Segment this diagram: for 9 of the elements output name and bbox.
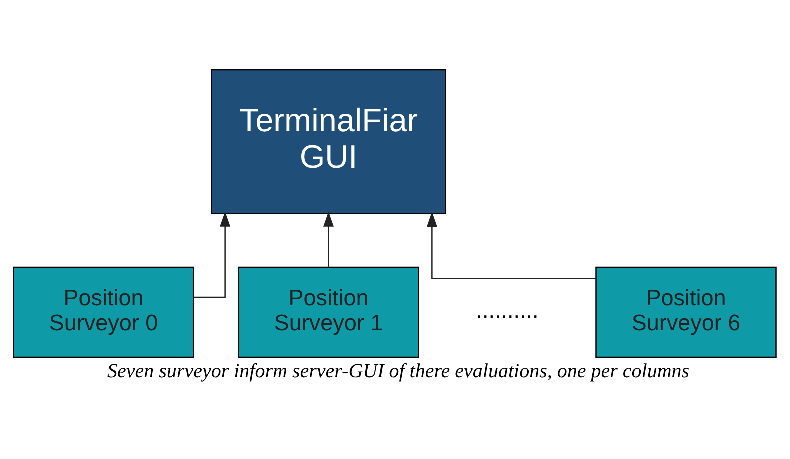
node-box: TerminalFiar GUI [211, 68, 446, 214]
node-box: Position Surveyor 1 [238, 266, 420, 358]
arrow [324, 211, 334, 267]
node-box: Position Surveyor 6 [596, 266, 777, 358]
caption: Seven surveyor inform server-GUI of there evaluations, one per columns [108, 360, 690, 382]
arrow [194, 211, 231, 298]
arrow [426, 212, 596, 279]
label: .......... [476, 298, 539, 322]
node-box: Position Surveyor 0 [13, 266, 194, 358]
